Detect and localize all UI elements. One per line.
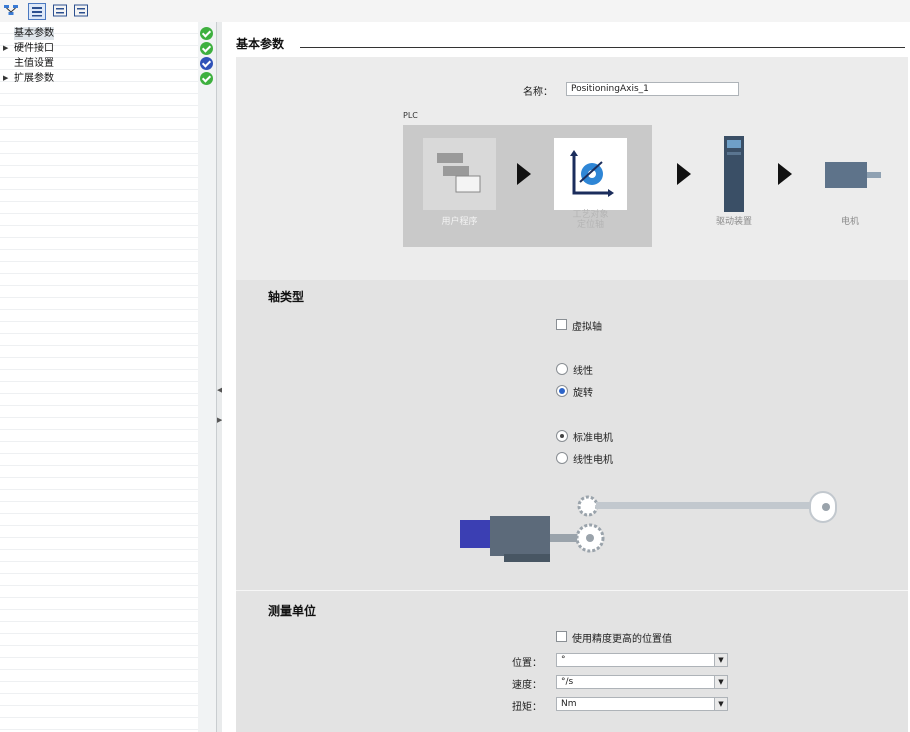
chevron-down-icon[interactable]: ▼ (714, 676, 727, 688)
linear-label: 线性 (573, 366, 593, 377)
navigation-tree (0, 22, 198, 732)
nav-item-label: 基本参数 (14, 27, 54, 40)
flow-arrow-icon (677, 163, 691, 185)
rotary-radio[interactable] (556, 385, 568, 397)
expand-arrow-icon[interactable]: ▶ (3, 74, 9, 82)
expand-arrow-icon[interactable]: ▶ (3, 44, 9, 52)
status-column (198, 22, 217, 732)
nav-item-master-value[interactable]: 主值设置 (0, 57, 198, 70)
position-unit-select[interactable]: ° ▼ (556, 653, 728, 667)
velocity-unit-select[interactable]: °/s ▼ (556, 675, 728, 689)
flow-arrow-icon (517, 163, 531, 185)
virtual-axis-checkbox[interactable] (556, 319, 567, 330)
status-ok-icon (200, 42, 213, 55)
expand-all-icon[interactable] (52, 3, 68, 18)
splitter[interactable] (216, 22, 223, 732)
user-program-caption: 用户程序 (441, 217, 478, 227)
splitter-expand-icon[interactable]: ▶ (217, 416, 223, 424)
rotary-axis-illustration-icon (460, 491, 837, 562)
section-divider (236, 590, 908, 591)
toolbar (0, 0, 910, 22)
tech-object-caption-line1: 工艺对象 (572, 210, 609, 220)
user-program-tile (423, 138, 496, 210)
position-unit-label: 位置： (512, 658, 542, 669)
torque-unit-value: Nm (561, 699, 577, 709)
tech-object-caption: 工艺对象 定位轴 (554, 210, 627, 230)
collapse-all-icon[interactable] (73, 3, 89, 18)
nav-item-label: 硬件接口 (14, 43, 54, 54)
standard-motor-radio[interactable] (556, 430, 568, 442)
drive-icon (724, 136, 744, 212)
drive-caption: 驱动装置 (715, 217, 752, 227)
high-precision-label: 使用精度更高的位置值 (572, 634, 672, 645)
torque-unit-select[interactable]: Nm ▼ (556, 697, 728, 711)
nav-item-hardware-interface[interactable]: ▶ 硬件接口 (0, 42, 198, 55)
tech-object-tile (554, 138, 627, 210)
nav-item-basic-params[interactable]: 基本参数 (0, 27, 198, 40)
status-ok-icon (200, 27, 213, 40)
standard-motor-label: 标准电机 (573, 433, 613, 444)
linear-motor-label: 线性电机 (573, 455, 613, 466)
name-label: 名称： (523, 87, 553, 98)
torque-unit-label: 扭矩： (512, 702, 542, 713)
linear-motor-radio[interactable] (556, 452, 568, 464)
splitter-collapse-icon[interactable]: ◀ (217, 386, 223, 394)
tech-object-caption-line2: 定位轴 (576, 220, 604, 230)
user-program-icon (437, 153, 481, 193)
motor-caption: 电机 (840, 217, 859, 227)
position-unit-value: ° (561, 655, 566, 665)
flow-arrow-icon (778, 163, 792, 185)
section-title: 基本参数 (236, 37, 285, 51)
name-input[interactable]: PositioningAxis_1 (566, 82, 739, 96)
positioning-axis-icon (570, 150, 614, 197)
plc-label: PLC (403, 111, 418, 120)
parameter-view-icon[interactable] (28, 3, 46, 20)
units-heading: 测量单位 (268, 604, 317, 618)
nav-item-label: 主值设置 (14, 58, 54, 69)
section-title-rule (300, 47, 905, 48)
rotary-label: 旋转 (573, 388, 593, 399)
chevron-down-icon[interactable]: ▼ (714, 654, 727, 666)
network-view-icon[interactable] (3, 3, 19, 18)
virtual-axis-label: 虚拟轴 (572, 322, 602, 333)
linear-radio[interactable] (556, 363, 568, 375)
motor-icon (825, 162, 881, 188)
velocity-unit-label: 速度： (512, 680, 542, 691)
chevron-down-icon[interactable]: ▼ (714, 698, 727, 710)
status-info-icon (200, 57, 213, 70)
nav-item-label: 扩展参数 (14, 73, 54, 84)
axis-type-heading: 轴类型 (268, 290, 305, 304)
velocity-unit-value: °/s (561, 677, 574, 687)
high-precision-checkbox[interactable] (556, 631, 567, 642)
status-ok-icon (200, 72, 213, 85)
nav-item-extended-params[interactable]: ▶ 扩展参数 (0, 72, 198, 85)
